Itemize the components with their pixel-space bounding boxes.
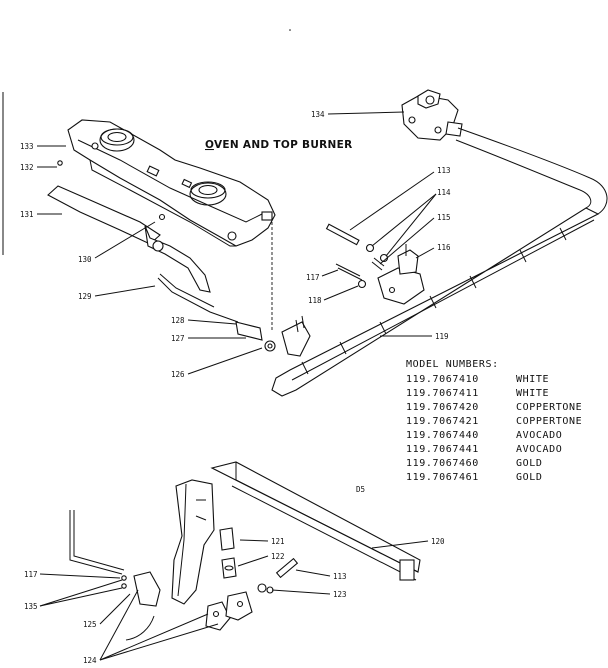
label-130: 130 <box>78 255 92 264</box>
manifold-tube-119 <box>271 127 608 397</box>
model-color: COPPERTONE <box>516 402 582 413</box>
model-number: 119.7067461 <box>406 472 479 483</box>
model-number: 119.7067440 <box>406 430 479 441</box>
label-126: 126 <box>171 370 185 379</box>
model-color: GOLD <box>516 458 542 469</box>
lower-oven-assembly <box>69 461 421 641</box>
model-color: COPPERTONE <box>516 416 582 427</box>
label-131: 131 <box>20 210 34 219</box>
label-121: 121 <box>271 537 285 546</box>
burner-valve-116 <box>377 244 425 305</box>
label-129: 129 <box>78 292 92 301</box>
model-color: WHITE <box>516 374 549 385</box>
label-114: 114 <box>437 188 451 197</box>
top-burner-assembly <box>47 119 276 293</box>
model-number: 119.7067421 <box>406 416 479 427</box>
label-125: 125 <box>83 620 97 629</box>
model-number: 119.7067420 <box>406 402 479 413</box>
model-number: 119.7067411 <box>406 388 479 399</box>
part-labels: 133 132 131 130 129 128 127 126 134 113 … <box>20 110 451 665</box>
model-number: 119.7067410 <box>406 374 479 385</box>
model-color: AVOCADO <box>516 430 562 441</box>
label-115: 115 <box>437 213 451 222</box>
model-heading: MODEL NUMBERS: <box>406 359 499 370</box>
label-134: 134 <box>311 110 325 119</box>
label-124: 124 <box>83 656 97 665</box>
pilot-assembly <box>157 222 311 357</box>
model-color: WHITE <box>516 388 549 399</box>
model-numbers-block: MODEL NUMBERS: 119.7067410 WHITE 119.706… <box>406 359 582 483</box>
label-113-upper: 113 <box>437 166 451 175</box>
model-number: 119.7067460 <box>406 458 479 469</box>
label-117-upper: 117 <box>306 273 320 282</box>
label-123: 123 <box>333 590 347 599</box>
model-color: AVOCADO <box>516 444 562 455</box>
title-first-letter: O <box>205 139 214 151</box>
label-133: 133 <box>20 142 34 151</box>
model-color: GOLD <box>516 472 542 483</box>
label-118: 118 <box>308 296 322 305</box>
diagram-title: OVEN AND TOP BURNER <box>205 139 352 151</box>
label-113-lower: 113 <box>333 572 347 581</box>
label-119: 119 <box>435 332 449 341</box>
leader-lines <box>37 111 437 661</box>
label-132: 132 <box>20 163 34 172</box>
label-135: 135 <box>24 602 38 611</box>
title-rest: VEN AND TOP BURNER <box>214 139 353 151</box>
burner-small-parts <box>325 223 389 289</box>
page-stamp: D5 <box>356 485 365 494</box>
label-117-lower: 117 <box>24 570 38 579</box>
speck <box>289 29 291 31</box>
label-127: 127 <box>171 334 185 343</box>
model-number: 119.7067441 <box>406 444 479 455</box>
label-122: 122 <box>271 552 285 561</box>
label-128: 128 <box>171 316 185 325</box>
label-120: 120 <box>431 537 445 546</box>
oven-valve-134 <box>401 89 463 141</box>
label-116: 116 <box>437 243 451 252</box>
